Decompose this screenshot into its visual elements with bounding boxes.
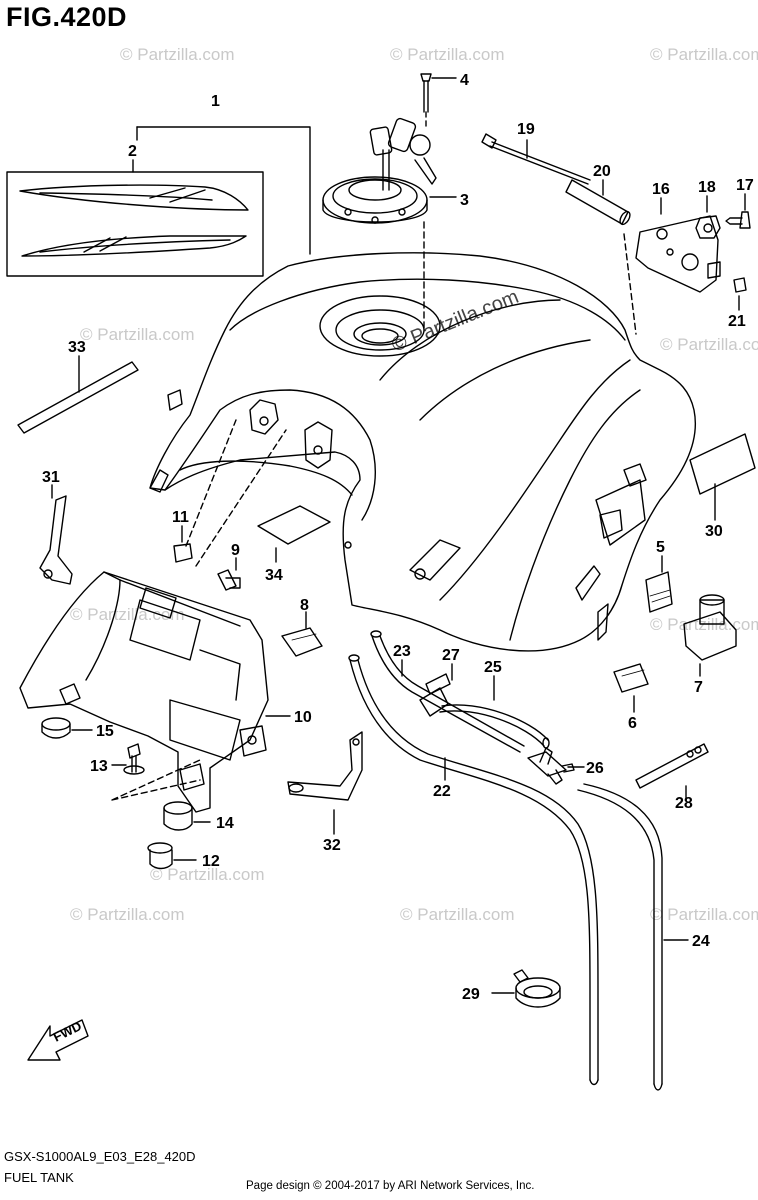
strap-part-28 [635,743,709,789]
callout-9[interactable]: 9 [231,542,240,559]
bracket-part-10 [19,571,269,813]
grommet-part-14 [163,801,193,831]
callout-28[interactable]: 28 [675,795,693,812]
clamp-part-29 [513,969,561,1008]
callout-30[interactable]: 30 [705,523,723,540]
callout-8[interactable]: 8 [300,597,309,614]
emblem-set-box [6,171,264,277]
callout-24[interactable]: 24 [692,933,710,950]
clamp-part-27 [419,673,451,717]
nut-part-18 [695,215,721,239]
figure-title: FIG.420D [6,2,128,32]
callout-16[interactable]: 16 [652,181,670,198]
hose-part-24 [577,783,663,1091]
fwd-arrow-icon [27,1019,89,1061]
callout-25[interactable]: 25 [484,659,502,676]
hose-part-23 [370,630,525,753]
callout-12[interactable]: 12 [202,853,220,870]
callout-27[interactable]: 27 [442,647,460,664]
rubber-part-6 [613,663,649,693]
callout-33[interactable]: 33 [68,339,86,356]
callout-numbers: 1 2 3 4 5 6 7 8 9 10 11 12 13 14 15 16 1… [42,72,754,1003]
watermark-center: © Partzilla.com [389,286,522,357]
callout-19[interactable]: 19 [517,121,535,138]
bracket-dash [623,233,637,335]
watermark: © Partzilla.com [650,45,758,64]
callout-2[interactable]: 2 [128,143,137,160]
watermark: © Partzilla.com [70,605,185,624]
callout-10[interactable]: 10 [294,709,312,726]
bracket-part-32 [287,731,363,801]
bolt-part-13 [123,743,145,775]
callout-32[interactable]: 32 [323,837,341,854]
screw-part-9 [217,569,241,591]
callout-22[interactable]: 22 [433,783,451,800]
fuel-tank-body [149,252,697,652]
callout-7[interactable]: 7 [694,679,703,696]
bolt-part-17 [725,211,751,229]
figure-caption: FUEL TANK [4,1170,74,1185]
dash-13 [111,759,201,801]
callout-17[interactable]: 17 [736,177,754,194]
emblem-upper [19,184,249,211]
watermark: © Partzilla.com [400,905,515,924]
page-footer: Page design © 2004-2017 by ARI Network S… [246,1180,535,1192]
sleeve-part-20 [565,179,631,226]
watermark: © Partzilla.com [650,905,758,924]
watermark: © Partzilla.com [120,45,235,64]
callout-4[interactable]: 4 [460,72,469,89]
callout-26[interactable]: 26 [586,760,604,777]
callout-20[interactable]: 20 [593,163,611,180]
callout-6[interactable]: 6 [628,715,637,732]
pad-part-34 [257,505,331,545]
dash-11 [185,419,237,547]
watermark: © Partzilla.com [70,905,185,924]
label-part-30 [689,433,756,495]
tank-filler-opening [319,295,441,357]
model-code: GSX-S1000AL9_E03_E28_420D [4,1149,196,1164]
nut-part-21 [733,277,747,293]
callout-1-leader [136,126,311,255]
hose-part-25 [439,704,550,749]
watermark: © Partzilla.com [660,335,758,354]
callout-5[interactable]: 5 [656,539,665,556]
callout-18[interactable]: 18 [698,179,716,196]
screw-part-4 [420,73,432,129]
hose-part-22 [348,654,599,1086]
callout-1[interactable]: 1 [211,93,220,110]
callout-11[interactable]: 11 [172,509,189,526]
joint-part-26 [527,747,575,785]
bolt-part-19 [481,133,591,185]
callout-34[interactable]: 34 [265,567,283,584]
pad-part-11 [173,543,193,563]
rubber-part-15 [41,717,71,739]
dash-9 [195,429,287,567]
watermark: © Partzilla.com [80,325,195,344]
callout-29[interactable]: 29 [462,986,480,1003]
bracket-part-16 [635,215,721,293]
callout-14[interactable]: 14 [216,815,234,832]
strip-part-33 [17,361,139,434]
label-part-5 [645,571,673,613]
callout-21[interactable]: 21 [728,313,746,330]
watermark: © Partzilla.com [150,865,265,884]
bracket-part-31 [39,495,73,585]
callout-31[interactable]: 31 [42,469,60,486]
collar-part-12 [147,842,173,870]
callout-15[interactable]: 15 [96,723,114,740]
callout-23[interactable]: 23 [393,643,411,660]
fuel-cap-part-3 [322,117,437,224]
emblem-lower [21,235,247,257]
cap-part-7 [683,594,737,661]
watermark: © Partzilla.com [390,45,505,64]
callout-13[interactable]: 13 [90,758,108,775]
rubber-part-8 [281,627,323,657]
callout-3[interactable]: 3 [460,192,469,209]
